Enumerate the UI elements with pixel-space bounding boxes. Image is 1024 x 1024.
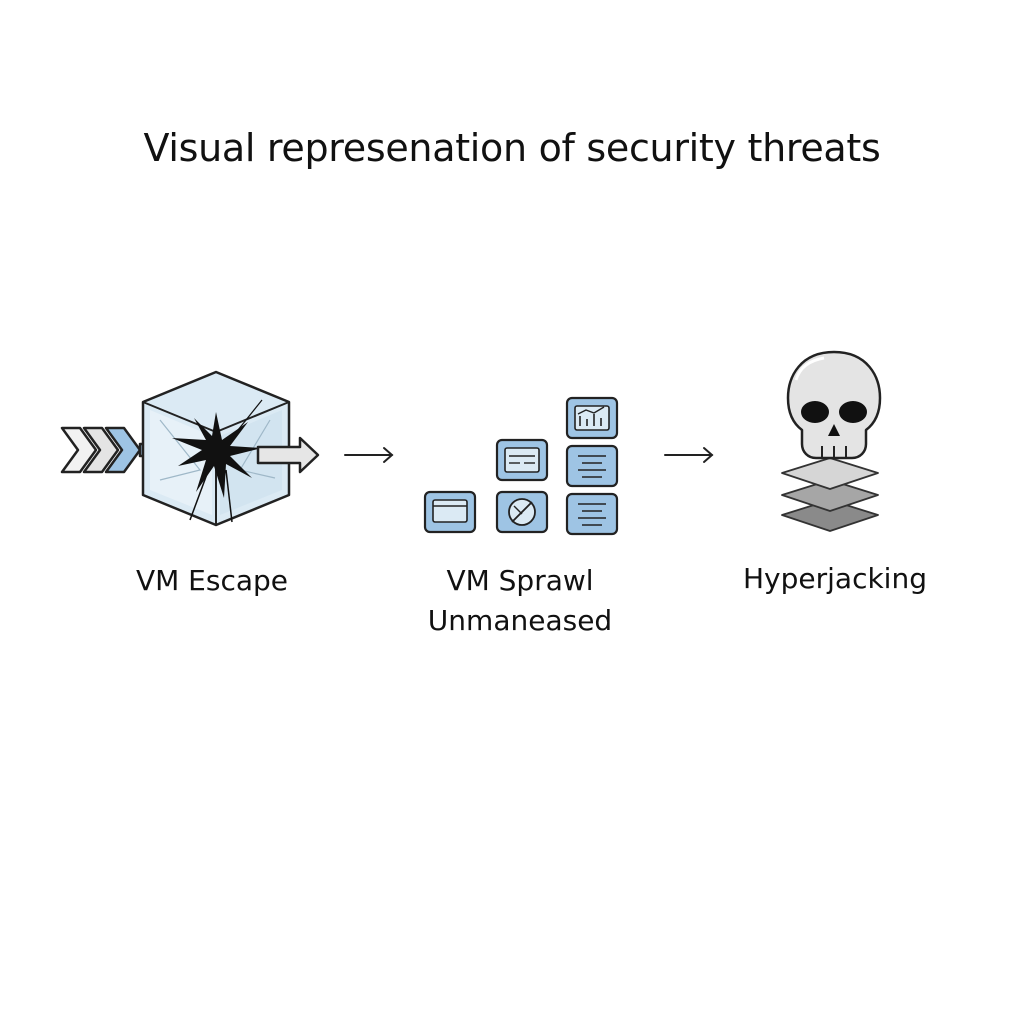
stage-label-hyperjacking: Hyperjacking <box>743 562 927 595</box>
skull-layers-icon <box>781 350 882 532</box>
flow-arrow-icon <box>664 447 714 463</box>
vm-panel-icon <box>495 438 549 482</box>
diagram-title: Visual represenation of security threats <box>143 126 881 170</box>
skull-icon <box>786 350 882 460</box>
crack-burst-icon <box>172 399 263 523</box>
hypervisor-layers-icon <box>781 457 879 532</box>
vm-window-icon <box>423 490 477 534</box>
flow-arrow-icon <box>344 447 394 463</box>
broken-cube-icon <box>60 370 320 527</box>
vm-list-icon <box>565 444 619 488</box>
vm-disabled-icon <box>495 490 549 534</box>
stage-label-vm-escape: VM Escape <box>135 564 289 597</box>
stage-label-line-1: VM Sprawl <box>446 564 594 597</box>
stage-label-vm-sprawl: VM Sprawl Unmaneased <box>400 561 640 641</box>
exit-arrow-icon <box>256 436 320 474</box>
vm-document-icon <box>565 492 619 536</box>
vm-chart-icon <box>565 396 619 440</box>
vm-grid-icon <box>423 396 619 536</box>
stage-label-line-2: Unmaneased <box>427 604 613 637</box>
